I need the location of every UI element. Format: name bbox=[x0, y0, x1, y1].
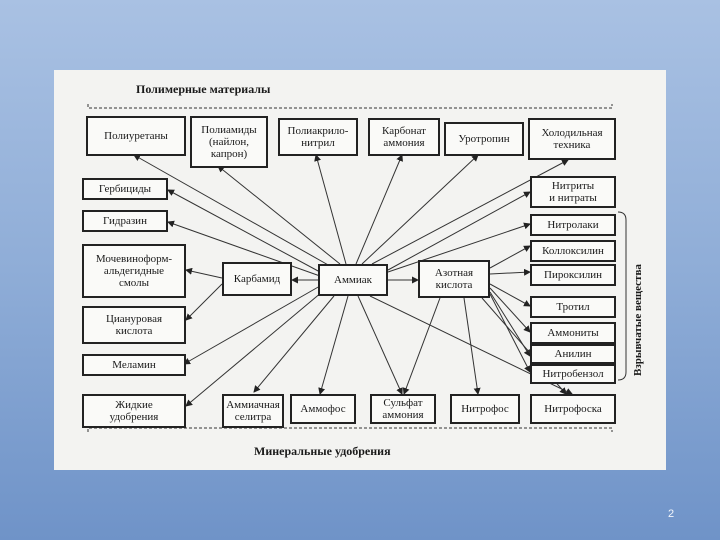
node-nitrolaki: Нитролаки bbox=[530, 214, 616, 236]
node-poliuretany: Полиуретаны bbox=[86, 116, 186, 156]
node-nitrofos: Нитрофос bbox=[450, 394, 520, 424]
node-ammonity: Аммониты bbox=[530, 322, 616, 344]
node-ammiachnaya-selitra: Аммиачная селитра bbox=[222, 394, 284, 428]
node-karbonat-ammoniya: Карбонат аммония bbox=[368, 118, 440, 156]
header-polymer-materials: Полимерные материалы bbox=[136, 82, 271, 96]
node-nitrofoska: Нитрофоска bbox=[530, 394, 616, 424]
node-piroksilin: Пироксилин bbox=[530, 264, 616, 286]
node-nitrobenzol: Нитробензол bbox=[530, 364, 616, 384]
node-karbamid: Карбамид bbox=[222, 262, 292, 296]
node-poliakrilonitril: Полиакрило- нитрил bbox=[278, 118, 358, 156]
node-ammiak: Аммиак bbox=[318, 264, 388, 296]
node-tsianurovaya-kislota: Циануровая кислота bbox=[82, 306, 186, 344]
node-kholodilnaya-tekhnika: Холодильная техника bbox=[528, 118, 616, 160]
node-zhidkie-udobreniya: Жидкие удобрения bbox=[82, 394, 186, 428]
node-gidrazin: Гидразин bbox=[82, 210, 168, 232]
node-anilin: Анилин bbox=[530, 344, 616, 364]
header-mineral-fertilizers: Минеральные удобрения bbox=[254, 444, 391, 458]
header-explosives: Взрывчатые вещества bbox=[632, 264, 644, 376]
node-urotropin: Уротропин bbox=[444, 122, 524, 156]
node-sulfat-ammoniya: Сульфат аммония bbox=[370, 394, 436, 424]
node-gerbitsidy: Гербициды bbox=[82, 178, 168, 200]
node-melamin: Меламин bbox=[82, 354, 186, 376]
node-kolloksilin: Коллоксилин bbox=[530, 240, 616, 262]
node-ammofos: Аммофос bbox=[290, 394, 356, 424]
node-trotil: Тротил bbox=[530, 296, 616, 318]
node-azotnaya-kislota: Азотная кислота bbox=[418, 260, 490, 298]
node-nitrity-i-nitraty: Нитриты и нитраты bbox=[530, 176, 616, 208]
node-mochevinoformaldegidnye-smoly: Мочевиноформ- альдегидные смолы bbox=[82, 244, 186, 298]
node-poliamidy: Полиамиды (найлон, капрон) bbox=[190, 116, 268, 168]
page-number: 2 bbox=[668, 508, 675, 520]
